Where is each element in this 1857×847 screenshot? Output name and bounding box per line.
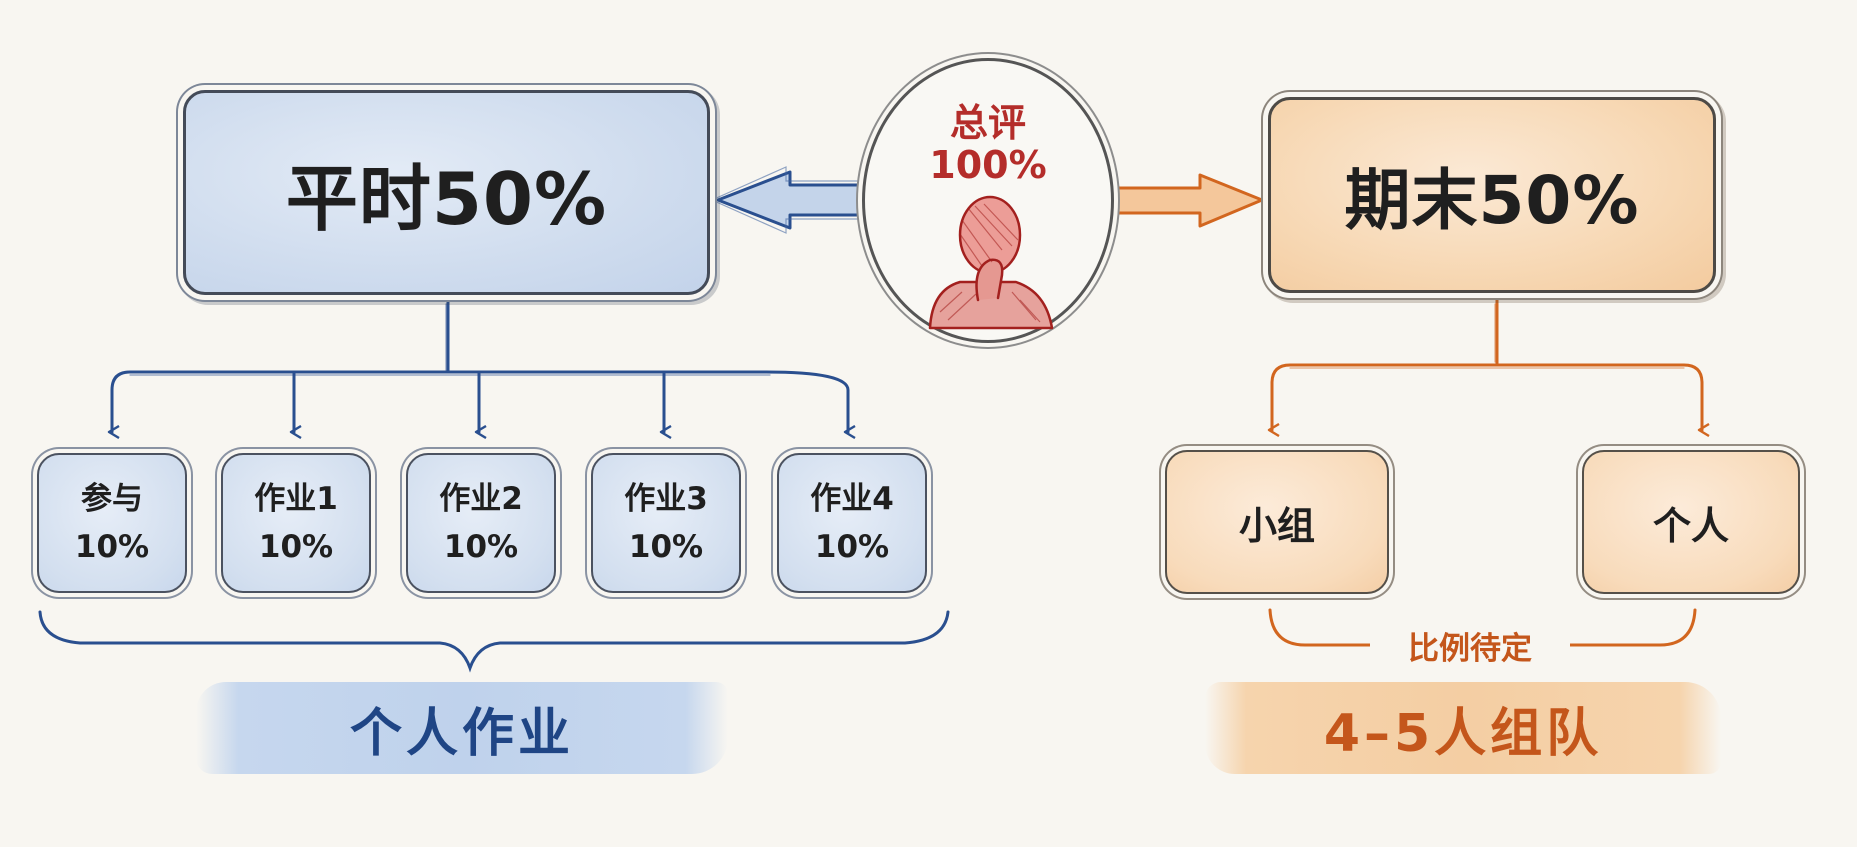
homework1-box: 作业1 10% xyxy=(221,453,371,593)
ratio-note: 比例待定 xyxy=(1370,623,1570,667)
item-name: 作业3 xyxy=(624,480,708,517)
regular-score-box: 平时50% xyxy=(183,90,710,295)
arrow-to-regular xyxy=(716,170,867,230)
left-tree xyxy=(112,298,848,432)
homework4-box: 作业4 10% xyxy=(777,453,927,593)
item-name: 作业2 xyxy=(439,480,523,517)
item-percent: 10% xyxy=(814,529,890,565)
total-percent: 100% xyxy=(929,143,1047,187)
item-percent: 10% xyxy=(74,529,150,565)
homework2-box: 作业2 10% xyxy=(406,453,556,593)
right-tree xyxy=(1272,298,1702,430)
team-size-label: 4–5人组队 xyxy=(1205,682,1721,774)
item-name: 参与 xyxy=(81,480,143,517)
item-name: 小组 xyxy=(1238,503,1315,548)
homework3-box: 作业3 10% xyxy=(591,453,741,593)
arrow-to-final xyxy=(1110,173,1264,228)
item-name: 作业1 xyxy=(254,480,338,517)
footer-text: 个人作业 xyxy=(349,703,574,764)
item-name: 作业4 xyxy=(810,480,894,517)
item-percent: 10% xyxy=(628,529,704,565)
participation-box: 参与 10% xyxy=(37,453,187,593)
final-score-label: 期末50% xyxy=(1344,162,1640,239)
left-brace xyxy=(38,610,950,673)
item-name: 个人 xyxy=(1652,503,1729,548)
individual-homework-label: 个人作业 xyxy=(196,682,728,774)
total-label: 总评 xyxy=(949,101,1026,145)
final-score-box: 期末50% xyxy=(1268,97,1716,293)
footer-text: 4–5人组队 xyxy=(1323,703,1603,764)
item-percent: 10% xyxy=(258,529,334,565)
regular-score-label: 平时50% xyxy=(285,157,608,241)
individual-box: 个人 xyxy=(1582,450,1800,594)
item-percent: 10% xyxy=(443,529,519,565)
group-box: 小组 xyxy=(1165,450,1389,594)
